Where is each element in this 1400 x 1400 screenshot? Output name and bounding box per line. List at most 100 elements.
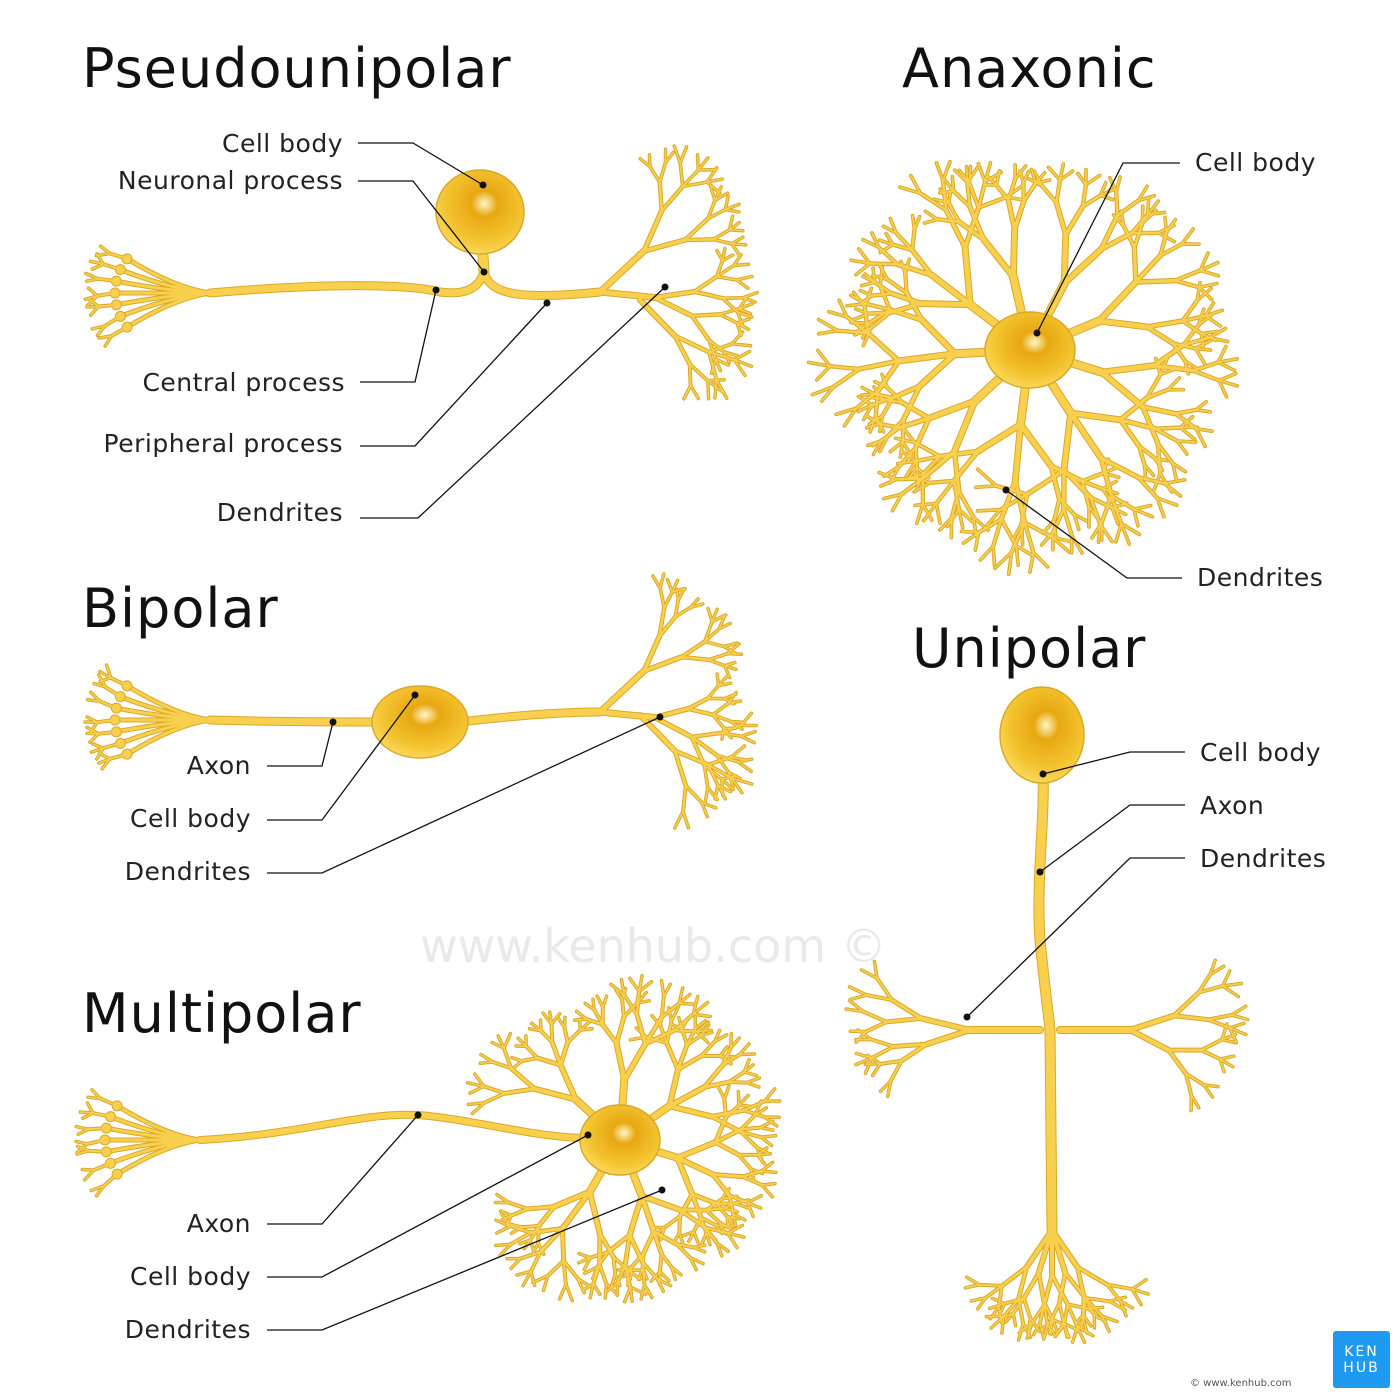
dendrite-branch (95, 1185, 105, 1197)
dendrite-branch (707, 351, 718, 381)
dendrite-branch (1145, 319, 1185, 329)
dendrite-branch (711, 614, 727, 623)
dendrite-branch (597, 248, 647, 295)
dendrite-branch (558, 1062, 578, 1102)
dendrite-branch (740, 712, 753, 727)
dendrite-branch (652, 1230, 664, 1256)
dendrite-branch (1084, 1297, 1104, 1318)
dendrite-branch (921, 449, 957, 481)
dendrite-branch (676, 1043, 689, 1071)
dendrite-branch (1054, 1324, 1065, 1338)
dendrite-branch (761, 1184, 774, 1198)
dendrite-branch (92, 743, 104, 749)
dendrite-branch (616, 1264, 627, 1284)
dendrite-branch (658, 615, 677, 638)
dendrite-branch (886, 278, 908, 295)
dendrite-branch (1136, 475, 1159, 500)
dendrite-branch (995, 170, 1001, 187)
dendrite-branch (91, 1088, 102, 1100)
dendrite-branch (745, 1081, 760, 1088)
dendrite-branch (964, 1284, 980, 1289)
dendrite-branch (660, 1253, 674, 1269)
dendrite-branch (576, 1277, 586, 1294)
dendrite-branch (922, 502, 938, 522)
dendrite-branch (999, 478, 1018, 521)
dendrite-branch (957, 490, 975, 519)
dendrite-branch (614, 1273, 621, 1287)
leader-line (1039, 804, 1185, 873)
dendrite-branch (683, 217, 710, 242)
pointer-dot (584, 1131, 592, 1139)
axon-terminal (125, 257, 212, 295)
dendrite-branch (510, 1257, 522, 1270)
dendrite-branch (87, 1096, 102, 1100)
dendrite-branch (678, 1232, 684, 1245)
dendrite-branch (869, 311, 891, 330)
dendrite-branch (1179, 426, 1196, 441)
dendrite-branch (496, 1193, 510, 1204)
dendrite-branch (962, 245, 973, 308)
dendrite-branch (1063, 1303, 1069, 1326)
dendrite-branch (723, 664, 737, 671)
leader-line (267, 721, 334, 767)
dendrite-branch (474, 1073, 485, 1088)
dendrite-branch (1122, 224, 1136, 249)
dendrite-branch (760, 1134, 777, 1138)
dendrite-branch (664, 151, 675, 164)
dendrite-branch (865, 994, 893, 1001)
dendrite-branch (720, 724, 742, 734)
label-cell-body: Cell body (1200, 738, 1321, 767)
dendrite-branch (727, 691, 737, 704)
dendrite-branch (1063, 1324, 1070, 1339)
dendrite-branch (1199, 269, 1220, 277)
dendrite-branch (1181, 319, 1203, 335)
dendrite-branch (719, 1045, 728, 1057)
dendrite-branch (872, 267, 876, 284)
dendrite-branch (496, 1225, 512, 1234)
dendrite-branch (879, 243, 894, 254)
label-cell-body: Cell body (130, 1262, 251, 1291)
dendrite-branch (1004, 1312, 1014, 1324)
dendrite-branch (859, 294, 874, 305)
kenhub-logo[interactable]: KEN HUB (1333, 1331, 1390, 1388)
dendrite-branch (1164, 216, 1168, 234)
dendrite-branch (738, 297, 748, 310)
dendrite-branch (1228, 1022, 1245, 1029)
dendrite-branch (727, 700, 742, 704)
dendrite-branch (701, 1232, 708, 1245)
dendrite-branch (1194, 347, 1206, 365)
dendrite-branch (873, 281, 893, 295)
dendrite-branch (104, 315, 122, 327)
dendrite-branch (635, 1013, 647, 1046)
dendrite-branch (726, 1232, 745, 1238)
dendrite-branch (722, 350, 739, 357)
dendrite-branch (566, 1029, 582, 1044)
dendrite-branch (102, 263, 122, 271)
dendrite-branch (1099, 363, 1157, 375)
dendrite-branch (1001, 1315, 1005, 1334)
dendrite-branch (629, 1036, 647, 1041)
dendrite-branch (491, 1060, 513, 1070)
dendrite-branch (865, 415, 881, 425)
dendrite-branch (727, 1081, 748, 1084)
dendrite-branch (913, 441, 942, 458)
dendrite-branch (89, 260, 105, 265)
dendrite-branch (1133, 504, 1152, 510)
dendrite-branch (689, 1257, 704, 1265)
dendrite-branch (92, 1162, 112, 1172)
label-neuronal-process: Neuronal process (118, 166, 343, 195)
label-dendrites: Dendrites (217, 498, 343, 527)
dendrite-branch (585, 1018, 604, 1026)
dendrite-branch (862, 403, 873, 421)
dendrite-branch (109, 676, 129, 687)
dendrite-branch (578, 1018, 582, 1031)
dendrite-branch (83, 1169, 95, 1181)
dendrite-branch (710, 1108, 746, 1118)
dendrite-branch (870, 1045, 895, 1059)
dendrite-branch (845, 1008, 864, 1013)
dendrite-branch (596, 995, 604, 1008)
dendrite-branch (1081, 479, 1104, 491)
dendrite-branch (850, 259, 871, 265)
dendrite-branch (742, 297, 756, 303)
